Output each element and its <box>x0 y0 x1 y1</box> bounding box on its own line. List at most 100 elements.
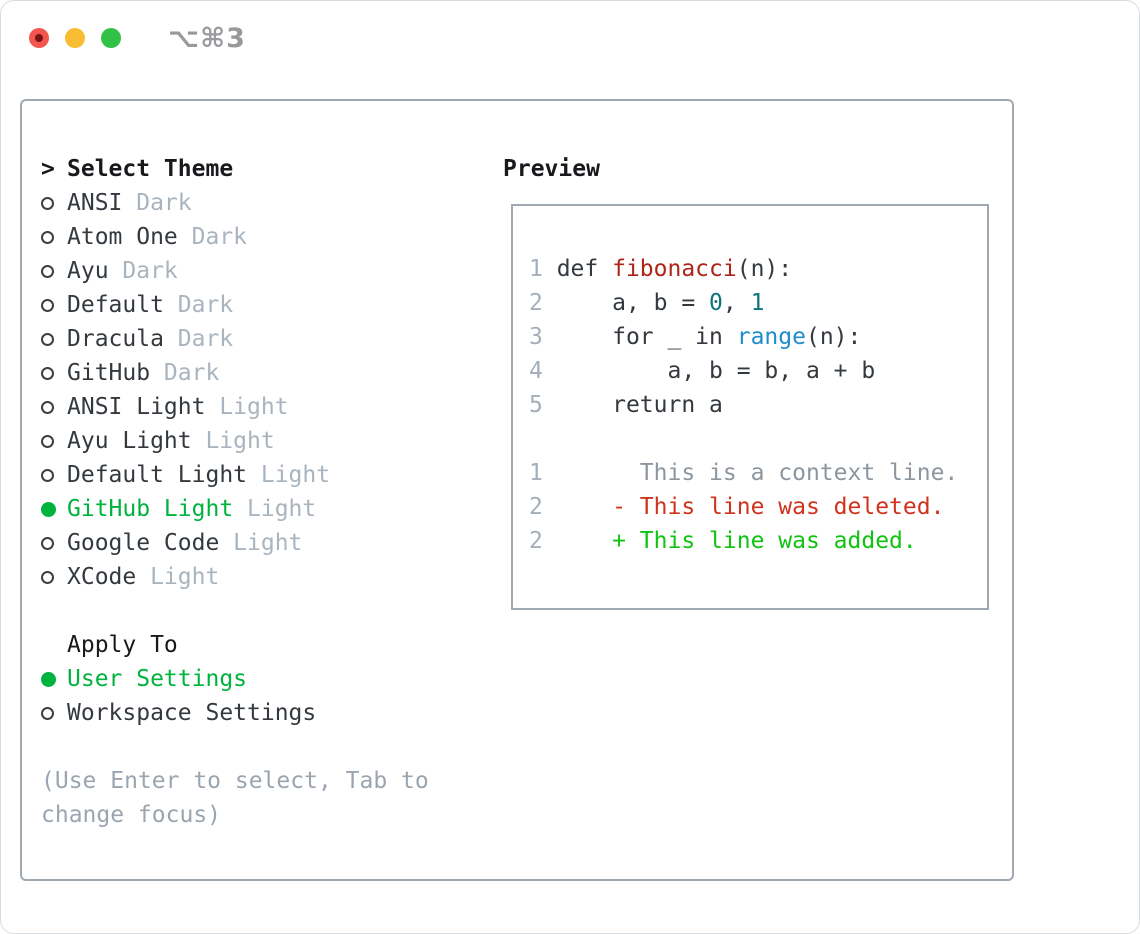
theme-option[interactable]: Atom One Dark <box>41 220 429 254</box>
apply-to-option[interactable]: User Settings <box>41 662 429 696</box>
theme-variant-tag: Dark <box>177 326 234 352</box>
option-label: GitHub Light <box>67 496 234 522</box>
cursor-icon: > <box>41 156 55 182</box>
apply-to-option[interactable]: Workspace Settings <box>41 696 429 730</box>
theme-variant-tag: Light <box>233 530 303 556</box>
theme-option[interactable]: GitHub Dark <box>41 356 429 390</box>
code-segment-plain: a, b = <box>556 290 710 316</box>
line-number: 1 <box>529 460 557 486</box>
code-segment-plain: (n): <box>805 324 862 350</box>
theme-option[interactable]: ANSI Light Light <box>41 390 429 424</box>
code-segment-num: 0 <box>709 290 723 316</box>
radio-selected-icon <box>41 671 67 687</box>
option-label: Dracula <box>67 326 164 352</box>
code-line: 3 for _ in range(n): <box>529 320 987 354</box>
code-line: 1 def fibonacci(n): <box>529 252 987 286</box>
radio-icon <box>41 468 67 482</box>
radio-icon <box>41 264 67 278</box>
option-label: ANSI Light <box>67 394 206 420</box>
maximize-button[interactable] <box>101 28 121 48</box>
theme-variant-tag: Light <box>150 564 220 590</box>
theme-option[interactable]: Google Code Light <box>41 526 429 560</box>
close-button[interactable] <box>29 28 49 48</box>
code-blank-line <box>529 422 987 456</box>
code-segment-builtin: range <box>736 324 806 350</box>
radio-icon <box>41 230 67 244</box>
option-label: Google Code <box>67 530 220 556</box>
theme-variant-tag: Dark <box>191 224 247 250</box>
radio-icon <box>41 298 67 312</box>
line-number: 2 <box>529 528 557 554</box>
code-segment-func: fibonacci <box>612 256 737 282</box>
code-line: 2 - This line was deleted. <box>529 490 987 524</box>
code-segment-added: + This line was added. <box>556 528 917 554</box>
theme-option[interactable]: Default Dark <box>41 288 429 322</box>
code-line: 5 return a <box>529 388 987 422</box>
radio-icon <box>41 570 67 584</box>
radio-icon <box>41 434 67 448</box>
radio-icon <box>41 536 67 550</box>
option-label: Default <box>67 292 164 318</box>
radio-icon <box>41 196 67 210</box>
radio-icon <box>41 400 67 414</box>
code-segment-plain: def <box>556 256 613 282</box>
line-number: 2 <box>529 290 557 316</box>
code-segment-plain: for _ in <box>556 324 737 350</box>
option-label: Ayu Light <box>67 428 192 454</box>
theme-option[interactable]: XCode Light <box>41 560 429 594</box>
theme-variant-tag: Light <box>247 496 317 522</box>
code-line: 4 a, b = b, a + b <box>529 354 987 388</box>
radio-icon <box>41 706 67 720</box>
code-segment-plain: return a <box>556 392 723 418</box>
theme-variant-tag: Light <box>219 394 289 420</box>
minimize-button[interactable] <box>65 28 85 48</box>
line-number: 2 <box>529 494 557 520</box>
window-shortcut-label: ⌥⌘3 <box>168 23 246 54</box>
theme-variant-tag: Dark <box>177 292 234 318</box>
code-line: 2 a, b = 0, 1 <box>529 286 987 320</box>
code-segment-plain: (n): <box>736 256 793 282</box>
close-dot-icon <box>35 34 43 42</box>
apply-to-title: Apply To <box>67 632 178 658</box>
spacer-row <box>41 594 429 628</box>
option-label: XCode <box>67 564 137 590</box>
line-number: 4 <box>529 358 557 384</box>
theme-option[interactable]: Ayu Dark <box>41 254 429 288</box>
radio-icon <box>41 332 67 346</box>
hint-line-1: (Use Enter to select, Tab to <box>41 768 429 794</box>
apply-to-header: Apply To <box>41 628 429 662</box>
option-label: User Settings <box>67 666 248 692</box>
code-segment-num: 1 <box>750 290 765 316</box>
radio-icon <box>41 366 67 380</box>
option-label: ANSI <box>67 190 123 216</box>
code-segment-deleted: - This line was deleted. <box>556 494 945 520</box>
code-line: 1 This is a context line. <box>529 456 987 490</box>
radio-selected-icon <box>41 501 67 517</box>
code-segment-plain: , <box>722 290 751 316</box>
theme-variant-tag: Dark <box>163 360 220 386</box>
option-label: GitHub <box>67 360 151 386</box>
code-line: 2 + This line was added. <box>529 524 987 558</box>
theme-variant-tag: Light <box>205 428 275 454</box>
theme-option[interactable]: GitHub Light Light <box>41 492 429 526</box>
select-theme-header: > Select Theme <box>41 152 429 186</box>
option-label: Default Light <box>67 462 248 488</box>
titlebar: ⌥⌘3 <box>1 1 1139 75</box>
option-label: Ayu <box>67 258 109 284</box>
theme-option[interactable]: Dracula Dark <box>41 322 429 356</box>
option-label: Atom One <box>67 224 178 250</box>
code-segment-context: This is a context line. <box>556 460 959 486</box>
line-number: 1 <box>529 256 557 282</box>
hint-line-2: change focus) <box>41 802 222 828</box>
theme-option[interactable]: Ayu Light Light <box>41 424 429 458</box>
line-number: 3 <box>529 324 557 350</box>
theme-variant-tag: Dark <box>122 258 178 284</box>
